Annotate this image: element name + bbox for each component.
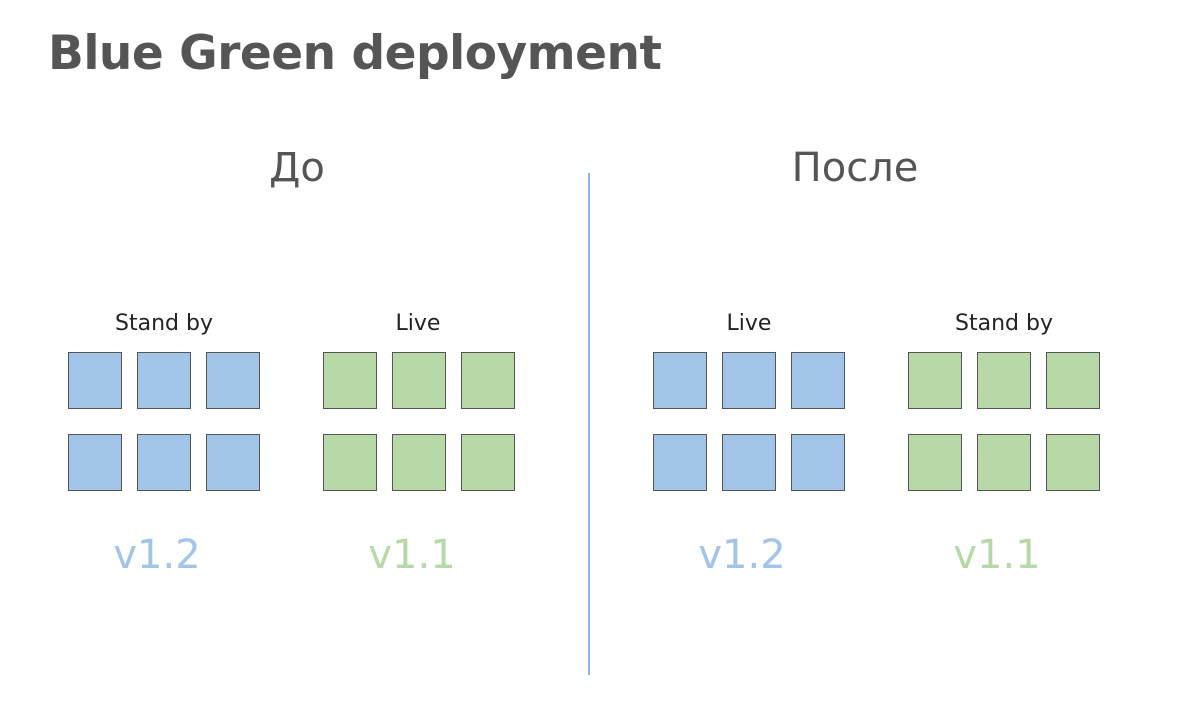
before-group-2-label: Live — [395, 311, 441, 336]
after-group-1-servers — [653, 352, 845, 491]
server-square — [908, 352, 962, 409]
server-square — [68, 352, 122, 409]
after-group-2-label: Stand by — [955, 311, 1053, 336]
divider-line — [588, 173, 590, 675]
server-square — [323, 352, 377, 409]
server-square — [137, 434, 191, 491]
before-group-2-servers — [323, 352, 515, 491]
server-square — [1046, 352, 1100, 409]
server-square — [653, 352, 707, 409]
server-square — [392, 434, 446, 491]
before-group-1-label: Stand by — [115, 311, 213, 336]
server-square — [653, 434, 707, 491]
before-group-1-version: v1.2 — [113, 532, 201, 578]
after-group-2-servers — [908, 352, 1100, 491]
before-heading: До — [269, 145, 325, 191]
server-square — [722, 434, 776, 491]
server-square — [908, 434, 962, 491]
after-heading: После — [791, 145, 919, 191]
server-square — [791, 352, 845, 409]
server-square — [68, 434, 122, 491]
after-group-1-label: Live — [726, 311, 772, 336]
server-square — [1046, 434, 1100, 491]
server-square — [392, 352, 446, 409]
before-group-2-version: v1.1 — [368, 532, 456, 578]
server-square — [206, 352, 260, 409]
after-group-2-version: v1.1 — [953, 532, 1041, 578]
server-square — [722, 352, 776, 409]
server-square — [206, 434, 260, 491]
server-square — [791, 434, 845, 491]
after-group-1-version: v1.2 — [698, 532, 786, 578]
server-square — [461, 434, 515, 491]
server-square — [461, 352, 515, 409]
server-square — [323, 434, 377, 491]
server-square — [977, 352, 1031, 409]
server-square — [977, 434, 1031, 491]
server-square — [137, 352, 191, 409]
before-group-1-servers — [68, 352, 260, 491]
page-title: Blue Green deployment — [48, 26, 662, 81]
